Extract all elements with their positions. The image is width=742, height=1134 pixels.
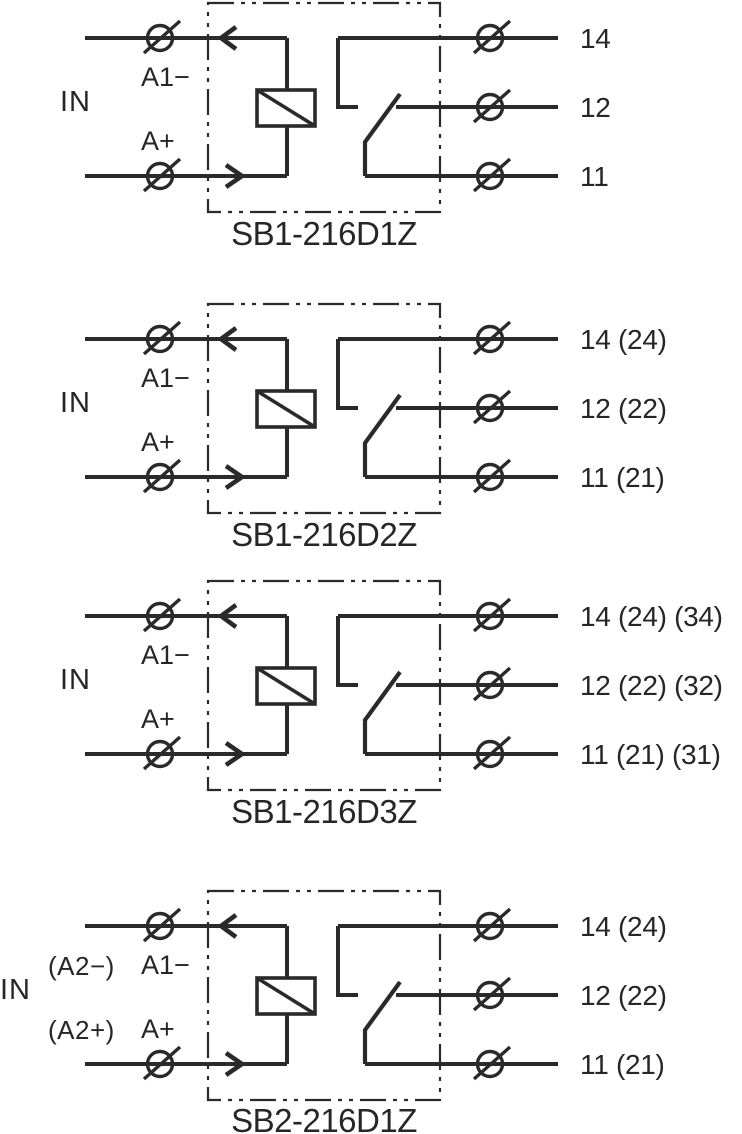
terminal-com-label: 11: [580, 161, 608, 192]
alt-coil-negative-label: (A2−): [48, 951, 115, 981]
relay-diagram-2: IN A1− A+ 14 (24) 12 (22) 11 (21) SB1-21…: [60, 304, 667, 553]
coil-negative-label: A1−: [141, 640, 190, 670]
terminal-nc-label: 12 (22): [580, 980, 667, 1011]
terminal-nc-label: 12 (22) (32): [580, 670, 723, 701]
relay-circuit-graphic: [85, 891, 558, 1100]
relay-diagram-3: IN A1− A+ 14 (24) (34) 12 (22) (32) 11 (…: [60, 581, 723, 830]
coil-positive-label: A+: [141, 704, 175, 734]
coil-positive-label: A+: [141, 1014, 175, 1044]
relay-circuit-graphic: [85, 581, 558, 790]
terminal-com-label: 11 (21) (31): [580, 739, 721, 770]
input-label: IN: [60, 387, 91, 419]
terminal-no-label: 14 (24): [580, 324, 667, 355]
terminal-nc-label: 12: [580, 92, 611, 123]
relay-diagram-1: IN A1− A+ 14 12 11 SB1-216D1Z: [60, 3, 611, 252]
input-label: IN: [60, 664, 91, 696]
terminal-nc-label: 12 (22): [580, 393, 667, 424]
terminal-no-label: 14 (24): [580, 911, 667, 942]
relay-diagram-4: IN (A2−) (A2+) A1− A+ 14 (24) 12 (22) 11…: [0, 891, 667, 1134]
coil-positive-label: A+: [141, 427, 175, 457]
coil-negative-label: A1−: [141, 62, 190, 92]
coil-negative-label: A1−: [141, 363, 190, 393]
model-label: SB1-216D1Z: [231, 215, 417, 252]
terminal-com-label: 11 (21): [580, 462, 665, 493]
terminal-no-label: 14 (24) (34): [580, 601, 723, 632]
terminal-no-label: 14: [580, 23, 611, 54]
model-label: SB1-216D3Z: [231, 793, 417, 830]
model-label: SB2-216D1Z: [231, 1102, 417, 1134]
model-label: SB1-216D2Z: [231, 516, 417, 553]
relay-circuit-graphic: [85, 304, 558, 513]
input-label: IN: [0, 974, 31, 1006]
input-label: IN: [60, 86, 91, 118]
relay-circuit-graphic: [85, 3, 558, 212]
terminal-com-label: 11 (21): [580, 1049, 665, 1080]
alt-coil-positive-label: (A2+): [48, 1015, 115, 1045]
coil-positive-label: A+: [141, 126, 175, 156]
coil-negative-label: A1−: [141, 950, 190, 980]
